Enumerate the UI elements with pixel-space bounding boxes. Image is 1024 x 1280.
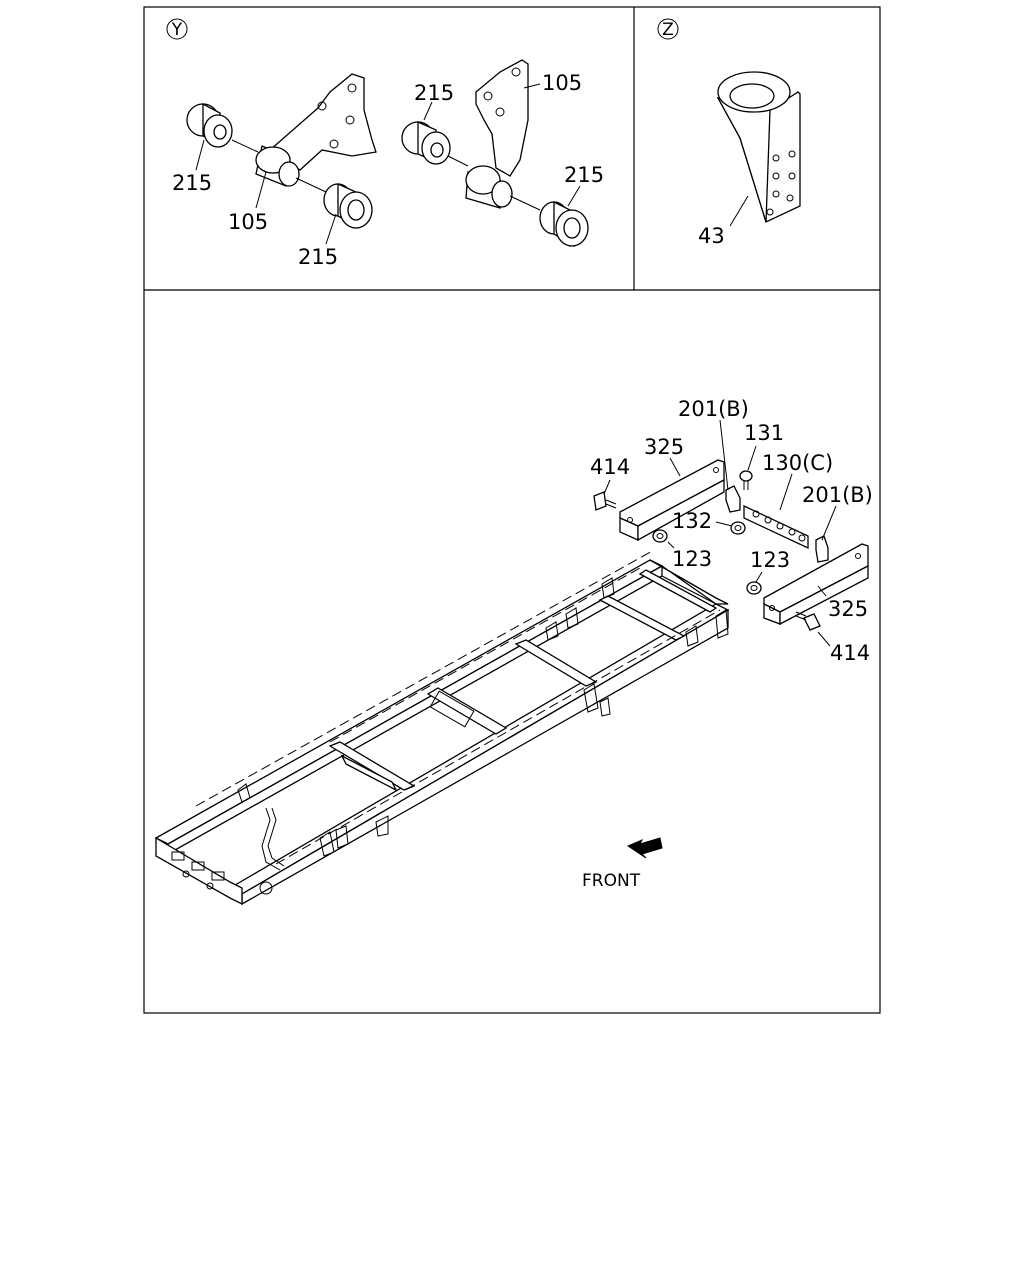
- bracket-43: [716, 71, 801, 227]
- bracket-105-right: [465, 59, 529, 209]
- front-label: FRONT: [582, 871, 641, 891]
- svg-text:Y: Y: [171, 20, 183, 40]
- callout-414: 414: [590, 455, 630, 479]
- panel-z-marker: Z: [657, 18, 679, 40]
- callout-130c: 130(C): [762, 451, 833, 475]
- diagram-frame: [143, 6, 881, 1014]
- bolt-414-right: [795, 611, 821, 631]
- svg-text:Z: Z: [662, 20, 674, 40]
- callout-43: 43: [698, 224, 725, 248]
- bracket-201b-upper: [725, 485, 741, 513]
- front-arrow-icon: [626, 837, 663, 859]
- nut-123-left: [652, 529, 668, 543]
- callout-215: 215: [414, 81, 454, 105]
- rail-325-right: [763, 543, 869, 626]
- callout-105: 105: [228, 210, 268, 234]
- callout-105: 105: [542, 71, 582, 95]
- callout-131: 131: [744, 421, 784, 445]
- callout-215: 215: [298, 245, 338, 269]
- bushing-215-left-bottom: [295, 177, 373, 229]
- callout-123: 123: [750, 548, 790, 572]
- bracket-105-left: [255, 73, 377, 187]
- main-leaders: [603, 419, 837, 647]
- nut-132: [730, 521, 746, 535]
- callout-201b: 201(B): [802, 483, 873, 507]
- callout-215: 215: [172, 171, 212, 195]
- callout-123: 123: [672, 547, 712, 571]
- panel-y-marker: Y: [166, 18, 188, 40]
- chassis-frame: [154, 549, 730, 906]
- callout-325: 325: [644, 435, 684, 459]
- bolt-131: [739, 470, 753, 490]
- callout-325: 325: [828, 597, 868, 621]
- bushing-215-right-bottom: [509, 195, 589, 248]
- callout-215: 215: [564, 163, 604, 187]
- bolt-414-left: [593, 491, 617, 511]
- panel-y-leaders: [195, 83, 581, 245]
- bushing-215-right-top: [401, 120, 469, 167]
- callout-201b: 201(B): [678, 397, 749, 421]
- callout-414: 414: [830, 641, 870, 665]
- callout-132: 132: [672, 509, 712, 533]
- nut-123-right: [746, 581, 762, 595]
- rail-325-left: [619, 459, 725, 542]
- bushing-215-left-top: [186, 102, 259, 153]
- plate-130c: [743, 504, 809, 550]
